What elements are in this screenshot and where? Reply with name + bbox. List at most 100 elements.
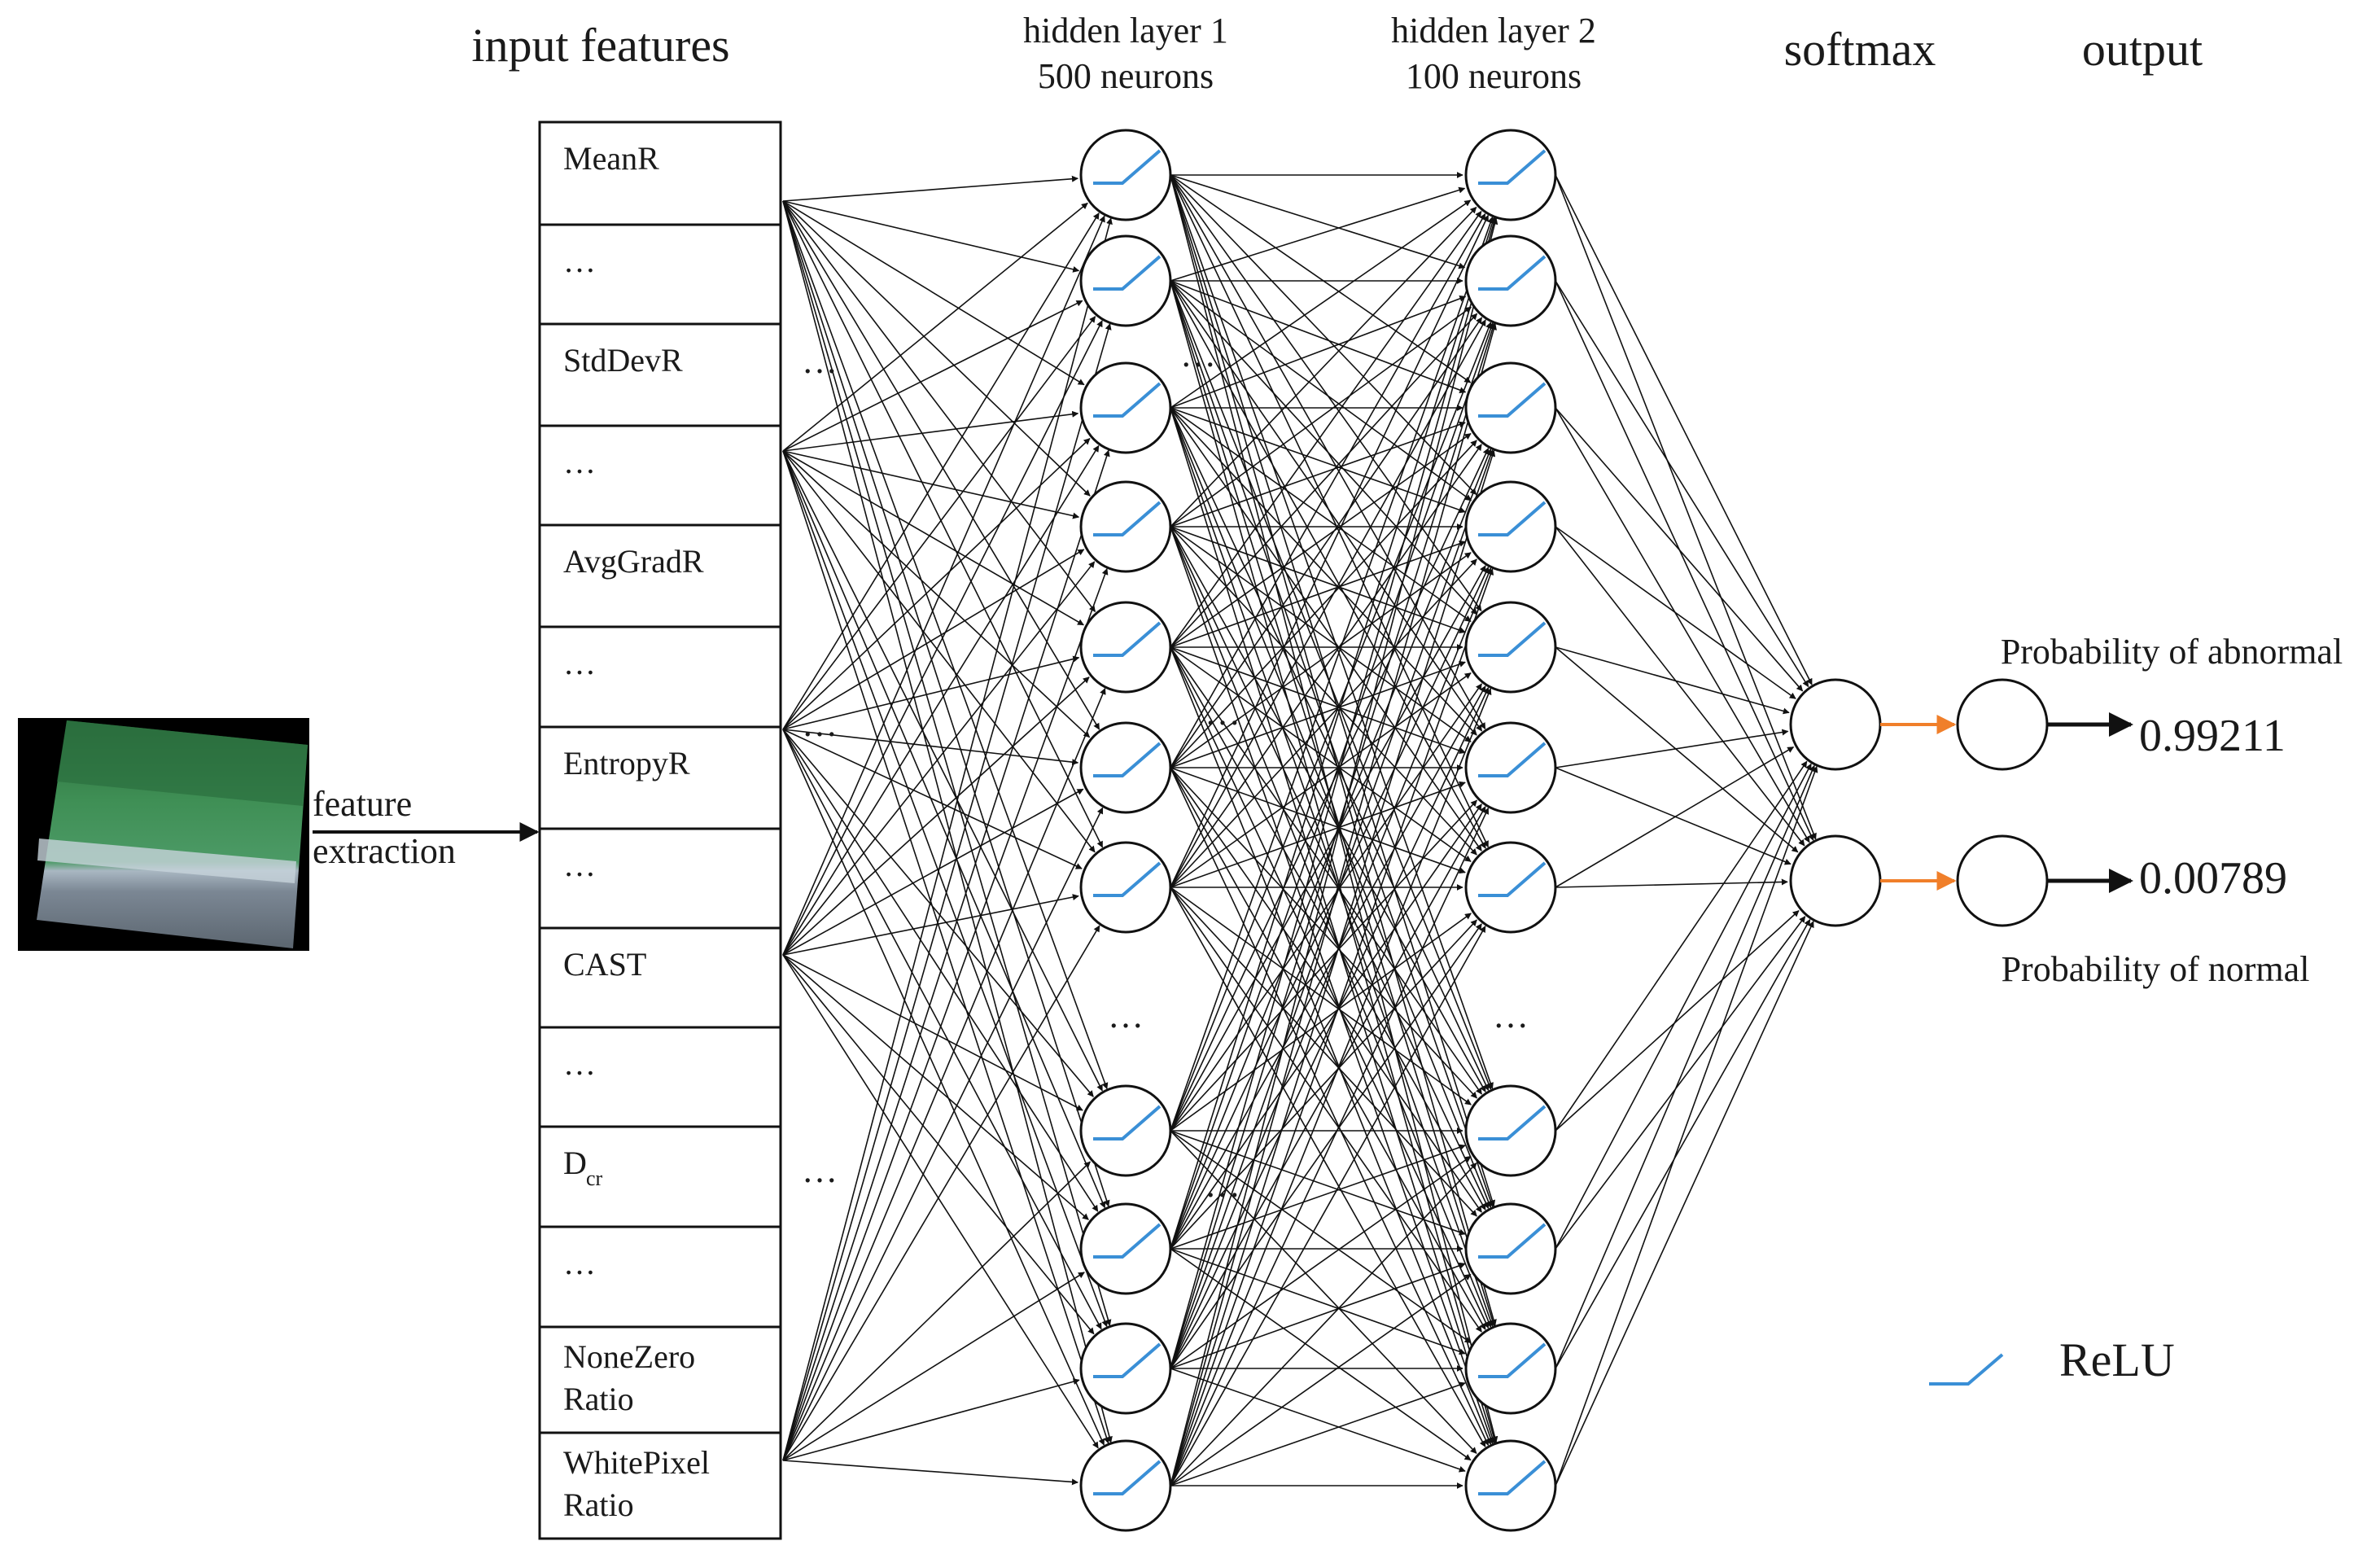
connection-line (1555, 407, 1810, 843)
connection-line (1170, 280, 1492, 1090)
hidden-layer-1-neuron (1079, 721, 1172, 814)
connection-line (782, 729, 1083, 869)
hidden-layer-2-neuron (1464, 361, 1557, 454)
ellipsis-dots: … (1205, 693, 1240, 733)
connection-line (782, 200, 1100, 730)
connection-line (1555, 918, 1811, 1369)
connection-line (1170, 685, 1486, 1250)
connection-line (1170, 1130, 1466, 1236)
output-title: output (2082, 23, 2203, 76)
connection-line (782, 925, 1100, 1461)
connection-line (1170, 217, 1497, 1369)
connection-line (1170, 799, 1477, 1132)
connection-line (782, 1272, 1085, 1461)
neuron-circle (1464, 721, 1557, 814)
connection-line (782, 438, 1091, 730)
connection-line (1170, 526, 1472, 742)
connection-line (1170, 174, 1477, 496)
connection-line (1555, 764, 1815, 1369)
connection-line (782, 954, 1099, 1449)
connection-line (782, 215, 1105, 956)
connection-line (1170, 688, 1492, 1486)
feature-label: MeanR (563, 140, 659, 177)
connection-line (782, 450, 1110, 1444)
neuron-circle (1079, 841, 1172, 934)
softmax-neuron (1789, 678, 1882, 771)
connection-line (782, 316, 1096, 730)
connection-line (1170, 319, 1486, 888)
connection-line (1170, 1381, 1466, 1486)
layer-ellipses: … … … … … … … … (802, 335, 1529, 1205)
neuron-circle (1464, 480, 1557, 573)
connection-line (782, 450, 1084, 626)
connection-line (1170, 448, 1490, 1132)
connection-line (1555, 526, 1805, 847)
output-value-abnormal: 0.99211 (2139, 711, 2286, 761)
connection-line (1555, 910, 1800, 1132)
connection-line (1555, 765, 1818, 1486)
satellite-image-thumbnail (18, 718, 309, 951)
hidden-layer-1-neuron (1079, 841, 1172, 934)
connection-line (1170, 1368, 1466, 1473)
connection-line (1170, 1130, 1472, 1344)
connection-line (782, 788, 1084, 956)
connection-line (1170, 541, 1466, 648)
connection-line (782, 323, 1112, 1461)
connection-line (1170, 567, 1490, 1250)
connection-line (1170, 407, 1482, 852)
connection-line (782, 1378, 1080, 1461)
relu-icon (1093, 1460, 1162, 1495)
neuron-circle (1956, 834, 2049, 927)
connection-line (1170, 174, 1466, 269)
connection-line (1170, 306, 1472, 528)
hidden-layer-1-neuron (1079, 1202, 1172, 1295)
connection-line (1170, 322, 1494, 1250)
probability-abnormal-label: Probability of abnormal (2001, 632, 2343, 672)
neuron-circle (1956, 678, 2049, 771)
connection-line (1170, 767, 1486, 1330)
neuron-circle (1079, 1439, 1172, 1532)
relu-icon (1478, 861, 1547, 897)
connection-line (1170, 214, 1490, 888)
connection-line (1555, 729, 1789, 768)
connection-line (782, 202, 1088, 452)
hidden-layer-1-neuron (1079, 129, 1172, 221)
connection-line (1170, 280, 1467, 393)
connection-line (1170, 199, 1472, 409)
connection-line (1170, 887, 1477, 1217)
neuron-circle (1079, 1084, 1172, 1177)
connection-line (1170, 280, 1478, 615)
relu-icon (1093, 1342, 1162, 1378)
connection-line (782, 200, 1104, 848)
connection-line (1170, 803, 1482, 1250)
hidden-layer-2-neuron (1464, 1084, 1557, 1177)
connection-line (1555, 174, 1813, 685)
connection-line (1170, 322, 1496, 1369)
hidden-layer-1-neuron (1079, 1084, 1172, 1177)
connection-line (1170, 296, 1467, 409)
softmax-neuron (1789, 834, 1882, 927)
connection-line (1555, 407, 1804, 692)
neuron-circle (1464, 841, 1557, 934)
connection-line (1170, 646, 1472, 862)
neuron-circle (1464, 1322, 1557, 1415)
connection-line (1555, 921, 1814, 1486)
connection-line (782, 807, 1104, 1461)
relu-legend: ReLU (1929, 1333, 2175, 1386)
connection-line (1170, 1162, 1477, 1486)
connection-line (1170, 432, 1472, 648)
relu-icon (1478, 1342, 1547, 1378)
connection-line (1170, 407, 1492, 1208)
hidden-layer-1-neuron (1079, 361, 1172, 454)
connection-line (782, 450, 1106, 1209)
connection-line (1170, 217, 1496, 1250)
relu-icon (1478, 1105, 1547, 1141)
connection-line (1170, 407, 1466, 514)
connection-line (782, 450, 1080, 519)
connection-line (1555, 763, 1812, 1250)
feature-label: … (563, 444, 596, 480)
feature-label: … (563, 645, 596, 681)
connection-line (1555, 280, 1809, 688)
connection-line (1170, 926, 1486, 1486)
